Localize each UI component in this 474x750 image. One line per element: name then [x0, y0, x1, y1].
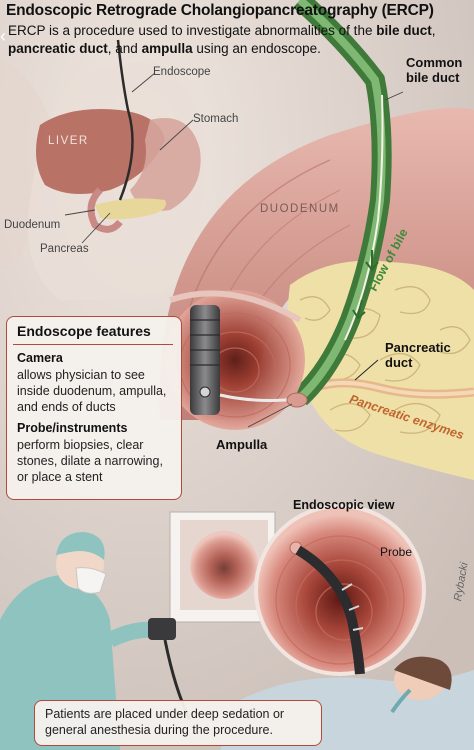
endoscope-features-box: Endoscope features Camera allows physici…	[6, 316, 182, 500]
label-pancreas: Pancreas	[40, 243, 89, 255]
label-endoscopic-view: Endoscopic view	[293, 498, 395, 512]
label-common-bile-duct: Common bile duct	[406, 55, 463, 85]
features-title: Endoscope features	[17, 323, 151, 339]
camera-heading: Camera	[17, 351, 63, 365]
features-divider	[13, 344, 173, 345]
label-liver: LIVER	[48, 135, 89, 147]
patient-note-text: Patients are placed under deep sedation …	[45, 707, 285, 737]
intro-text: ERCP is a procedure used to investigate …	[8, 23, 436, 56]
label-duodenum-small: Duodenum	[4, 219, 61, 231]
patient-note-box: Patients are placed under deep sedation …	[34, 700, 322, 746]
term-bile-duct: bile duct	[376, 23, 432, 38]
label-ampulla: Ampulla	[216, 437, 268, 452]
term-ampulla: ampulla	[141, 41, 193, 56]
probe-text: perform biopsies, clear stones, dilate a…	[17, 438, 163, 484]
label-endoscope: Endoscope	[153, 66, 211, 78]
label-probe: Probe	[380, 545, 413, 559]
label-duodenum: DUODENUM	[260, 203, 340, 215]
page-title: Endoscopic Retrograde Cholangiopancreato…	[6, 2, 434, 19]
chevron-left-icon[interactable]: ‹	[0, 26, 6, 46]
label-stomach: Stomach	[193, 113, 239, 125]
label-pancreatic-duct: Pancreatic duct	[385, 340, 451, 370]
camera-text: allows physician to see inside duodenum,…	[17, 368, 167, 414]
term-pancreatic-duct: pancreatic duct	[8, 41, 108, 56]
probe-heading: Probe/instruments	[17, 421, 128, 435]
